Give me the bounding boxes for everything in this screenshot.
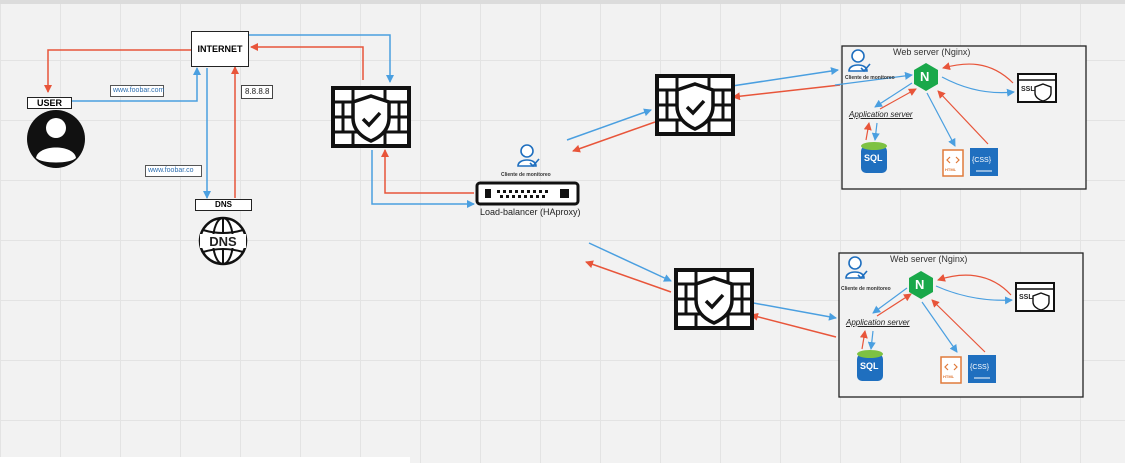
arrow-s1-app-to-sql (871, 122, 880, 141)
arrow-fw1-to-server1 (731, 67, 839, 87)
server1-nginx-letter: N (920, 69, 930, 84)
server2-ssl-label: SSL (1019, 294, 1033, 301)
sql-database-icon-server1 (861, 142, 887, 173)
arrow-lb-to-firewall (381, 149, 474, 194)
server1-html-label: HTML (945, 167, 957, 172)
server2-sql-label: SQL (860, 361, 879, 371)
arrow-firewall-to-lb (371, 150, 475, 208)
web-server-title-2: Web server (Nginx) (890, 254, 968, 264)
arrow-user-to-internet (72, 67, 201, 102)
server2-app-server-label: Application server (846, 318, 910, 327)
sql-database-icon-server2 (857, 350, 883, 381)
load-balancer-device (475, 181, 580, 206)
nginx-icon-server1 (914, 63, 938, 91)
server1-app-server-label: Application server (849, 110, 913, 119)
arrow-fw2-to-lb (585, 260, 672, 293)
arrow-s1-css-to-nginx (937, 90, 989, 145)
arrow-server2-to-fw2 (750, 312, 837, 338)
ip-address-tag: 8.8.8.8 (241, 85, 274, 99)
arrow-s2-nginx-to-app (872, 287, 908, 314)
arrow-s1-in-to-nginx (834, 71, 913, 86)
arrow-s1-nginx-to-ssl (941, 76, 1015, 97)
internet-node: INTERNET (191, 31, 249, 67)
arrow-fw2-to-server2 (747, 301, 837, 321)
arrow-s1-nginx-to-app (874, 82, 913, 108)
firewall-icon-entry (331, 86, 411, 148)
ssl-icon-server2 (1015, 282, 1055, 312)
user-icon (27, 110, 85, 168)
server1-sql-label: SQL (864, 153, 883, 163)
arrow-internet-to-user (44, 49, 191, 93)
arrow-server1-to-fw1 (732, 84, 841, 101)
arrow-lb-to-fw2 (588, 242, 672, 282)
dns-globe-icon (198, 216, 248, 266)
load-balancer-label: Load-balancer (HAproxy) (480, 207, 581, 217)
ssl-icon-server1 (1017, 73, 1057, 103)
arrow-fw1-to-lb (572, 121, 656, 153)
css-icon-server1 (970, 148, 998, 176)
dns-globe-text: DNS (209, 234, 237, 249)
bottom-strip (0, 457, 410, 463)
arrow-internet-to-firewall (249, 34, 394, 83)
arrow-s2-nginx-to-ssl (935, 285, 1013, 305)
dns-label: DNS (195, 199, 252, 211)
lb-client-label: Cliente de monitoreo (501, 172, 551, 178)
arrow-s2-app-to-nginx (876, 293, 912, 317)
firewall-icon-server1 (655, 74, 735, 136)
html-icon-server2 (940, 356, 962, 384)
css-icon-server2 (968, 355, 996, 383)
arrow-s2-css-to-nginx (931, 299, 986, 353)
server2-html-label: HTML (943, 374, 955, 379)
arrow-s1-nginx-to-html (926, 92, 956, 147)
html-icon-server1 (942, 149, 964, 177)
arrow-s1-ssl-to-nginx (942, 62, 1014, 84)
arrow-s1-sql-to-app (863, 122, 872, 141)
arrow-s2-nginx-to-html (921, 301, 958, 353)
server1-css-label: {CSS} (972, 157, 992, 164)
server1-client-label: Cliente de monitoreo (845, 75, 895, 81)
arrow-s2-sql-to-app (859, 330, 868, 350)
server2-css-label: {CSS} (970, 364, 990, 371)
url-tag-top: www.foobar.com (110, 85, 164, 97)
arrow-s2-ssl-to-nginx (937, 273, 1012, 296)
user-label: USER (27, 97, 72, 109)
arrow-lb-to-fw1 (566, 108, 652, 141)
url-tag-side: www.foobar.co (145, 165, 202, 177)
server2-client-label: Cliente de monitoreo (841, 286, 891, 292)
arrow-firewall-to-internet (250, 43, 364, 80)
top-border (0, 0, 1125, 4)
monitoring-agent-icon-lb (517, 144, 540, 167)
nginx-icon-server2 (909, 271, 933, 299)
server2-nginx-letter: N (915, 277, 925, 292)
server1-ssl-label: SSL (1021, 86, 1035, 93)
web-server-title-1: Web server (Nginx) (893, 47, 971, 57)
arrow-s2-app-to-sql (867, 330, 876, 350)
firewall-icon-server2 (674, 268, 754, 330)
arrow-s1-app-to-nginx (879, 88, 917, 110)
